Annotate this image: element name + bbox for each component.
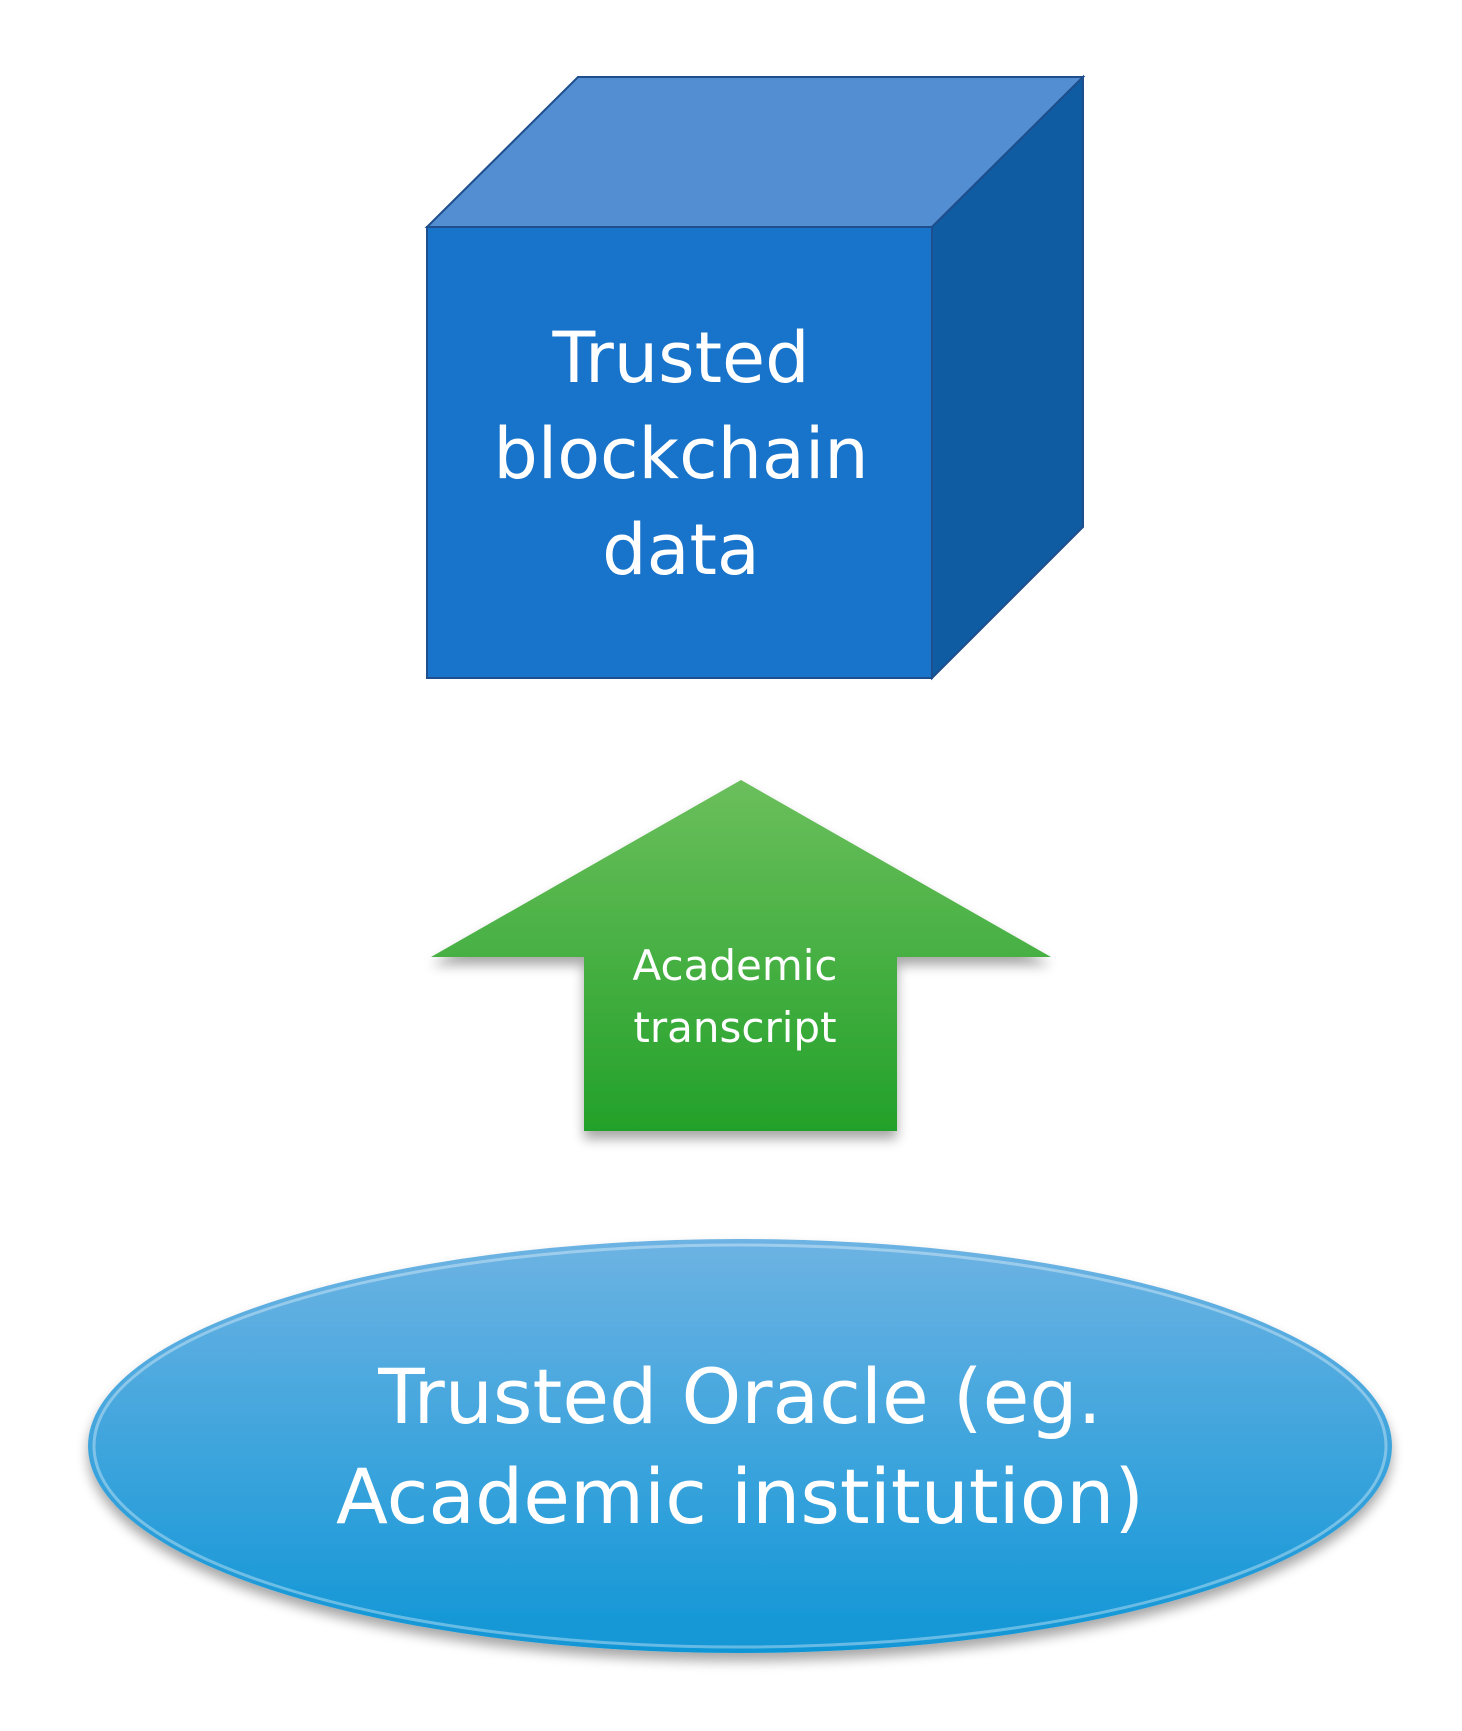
cube-front-face xyxy=(426,226,933,679)
oracle-label: Trusted Oracle (eg. Academic institution… xyxy=(335,1352,1145,1541)
oracle-highlight xyxy=(92,1243,1388,1649)
trusted-oracle-ellipse xyxy=(88,1239,1392,1653)
arrow-label: Academic transcript xyxy=(632,941,838,1052)
cube-label: Trusted blockchain data xyxy=(493,317,869,591)
blockchain-cube xyxy=(424,74,1086,681)
upload-arrow xyxy=(431,780,1051,1131)
